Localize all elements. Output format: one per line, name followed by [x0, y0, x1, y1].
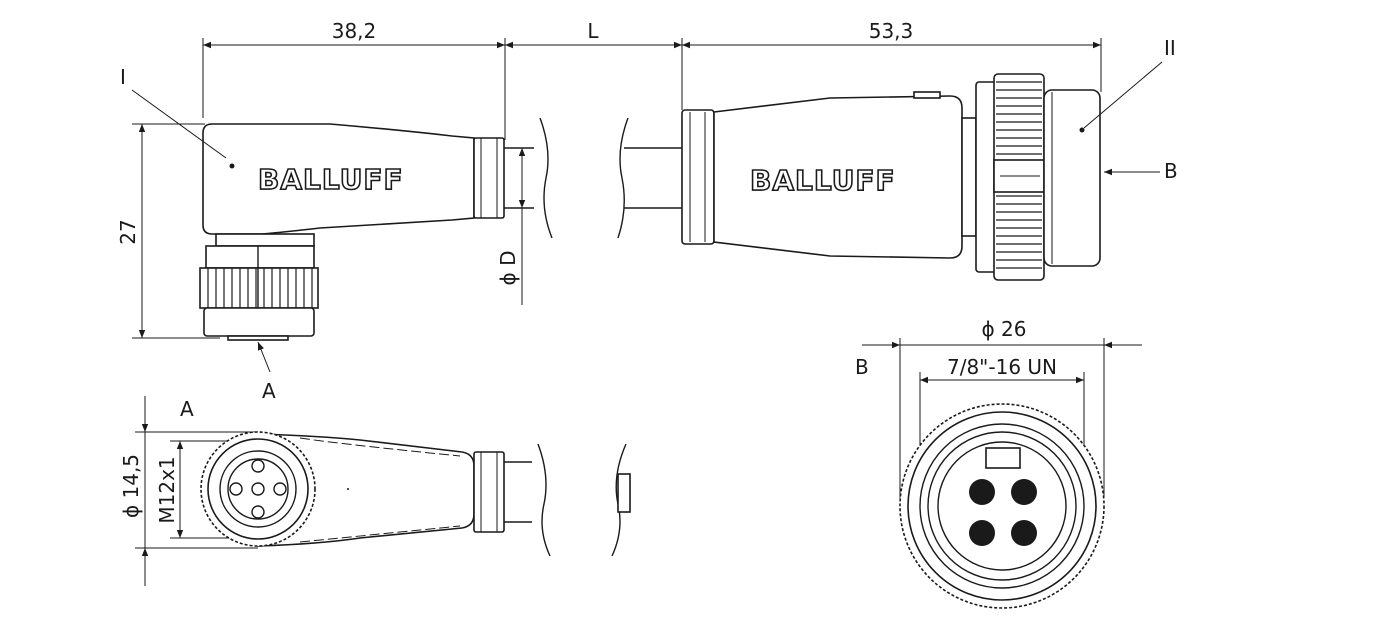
label-part-right: II [1164, 36, 1176, 60]
dimension-cable-diameter: ϕ D [496, 251, 520, 286]
view-b-front-view: B ϕ 26 7/8"-16 UN [855, 317, 1142, 609]
top-dimension-chain: 38,2 L 53,3 [202, 19, 1102, 140]
label-part-left: I [120, 65, 126, 89]
view-a-title: A [180, 397, 194, 421]
angled-connector-side-view: 27 BALLUFF I A [116, 65, 553, 403]
angled-connector-body [202, 123, 475, 235]
dimension-diameter-small: ϕ 14,5 [119, 454, 143, 518]
view-b-title: B [855, 355, 869, 379]
view-b-marker: B [1164, 159, 1178, 183]
brand-logo-right: BALLUFF [750, 164, 896, 197]
straight-connector-body [713, 95, 963, 259]
view-a-front-view: A ϕ 14,5 M12x1 [119, 396, 631, 586]
view-a-marker: A [262, 379, 276, 403]
dimension-thread-small: M12x1 [155, 456, 179, 523]
dimension-height-left: 27 [116, 219, 140, 244]
dimension-length: L [587, 19, 599, 43]
straight-connector-side-view: BALLUFF II B [617, 36, 1178, 281]
dimension-width-left: 38,2 [332, 19, 377, 43]
coupling-nut-knurl-left [199, 267, 319, 309]
dimension-diameter-large: ϕ 26 [982, 317, 1027, 341]
dimension-thread-large: 7/8"-16 UN [947, 355, 1057, 379]
dimension-width-right: 53,3 [869, 19, 914, 43]
brand-logo-left: BALLUFF [258, 163, 404, 196]
